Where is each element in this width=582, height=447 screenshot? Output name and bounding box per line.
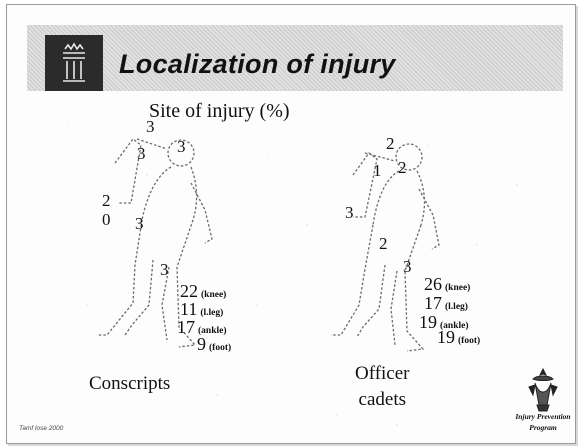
conscripts-leg-label: (l.leg) — [200, 308, 223, 318]
footer-note: Tamf lose 2000 — [19, 425, 63, 432]
conscripts-leg-value: 11 — [180, 299, 197, 319]
officers-hand-value: 2 — [379, 235, 388, 252]
slide-subtitle: Site of injury (%) — [149, 100, 290, 123]
conscripts-hip-value: 0 — [102, 211, 111, 228]
officers-knee-label: (knee) — [445, 283, 470, 293]
crest-caption: Injury Prevention Program — [511, 411, 575, 434]
conscripts-back-value: 2 — [102, 192, 111, 209]
officers-upper-back-value: 1 — [373, 162, 382, 179]
officers-shoulder-value: 2 — [398, 159, 407, 176]
officers-leg-value: 17 — [424, 293, 442, 313]
officers-head-value: 2 — [386, 135, 395, 152]
conscripts-leg-row: 11(l.leg) — [180, 300, 223, 319]
officers-foot-value: 19 — [437, 327, 455, 347]
conscripts-knee-label: (knee) — [201, 290, 226, 300]
officers-label: Officer cadets — [355, 361, 410, 412]
crest-line1: Injury Prevention — [511, 411, 575, 422]
conscripts-thigh-value: 3 — [160, 261, 169, 278]
officers-knee-value: 26 — [424, 274, 442, 294]
officers-leg-row: 17(l.leg) — [424, 294, 468, 313]
conscripts-shoulder-value: 3 — [177, 138, 186, 155]
officers-knee-row: 26(knee) — [424, 275, 470, 294]
officers-ankle-value: 19 — [419, 312, 437, 332]
crest-emblem-icon — [519, 365, 567, 413]
officers-back-value: 3 — [345, 204, 354, 221]
conscripts-foot-value: 9 — [197, 334, 206, 354]
conscripts-knee-value: 22 — [180, 281, 198, 301]
conscripts-ankle-value: 17 — [177, 317, 195, 337]
conscripts-head-value: 3 — [146, 118, 155, 135]
conscripts-foot-row: 9(foot) — [197, 335, 231, 354]
crest-line2: Program — [511, 422, 575, 433]
conscripts-knee-row: 22(knee) — [180, 282, 226, 301]
conscripts-label: Conscripts — [89, 371, 170, 397]
slide: Localization of injury Site of injury (%… — [6, 4, 576, 444]
officers-label-line1: Officer — [355, 361, 410, 387]
officers-foot-row: 19(foot) — [437, 328, 480, 347]
officers-foot-label: (foot) — [458, 336, 480, 346]
officers-thigh-value: 3 — [403, 258, 412, 275]
officers-leg-label: (l.leg) — [445, 302, 468, 312]
officers-label-line2: cadets — [355, 387, 410, 413]
slide-title: Localization of injury — [119, 49, 396, 80]
conscripts-foot-label: (foot) — [209, 343, 231, 353]
conscripts-upper-back-value: 3 — [137, 145, 146, 162]
crown-logo — [45, 35, 103, 91]
conscripts-hand-value: 3 — [135, 215, 144, 232]
